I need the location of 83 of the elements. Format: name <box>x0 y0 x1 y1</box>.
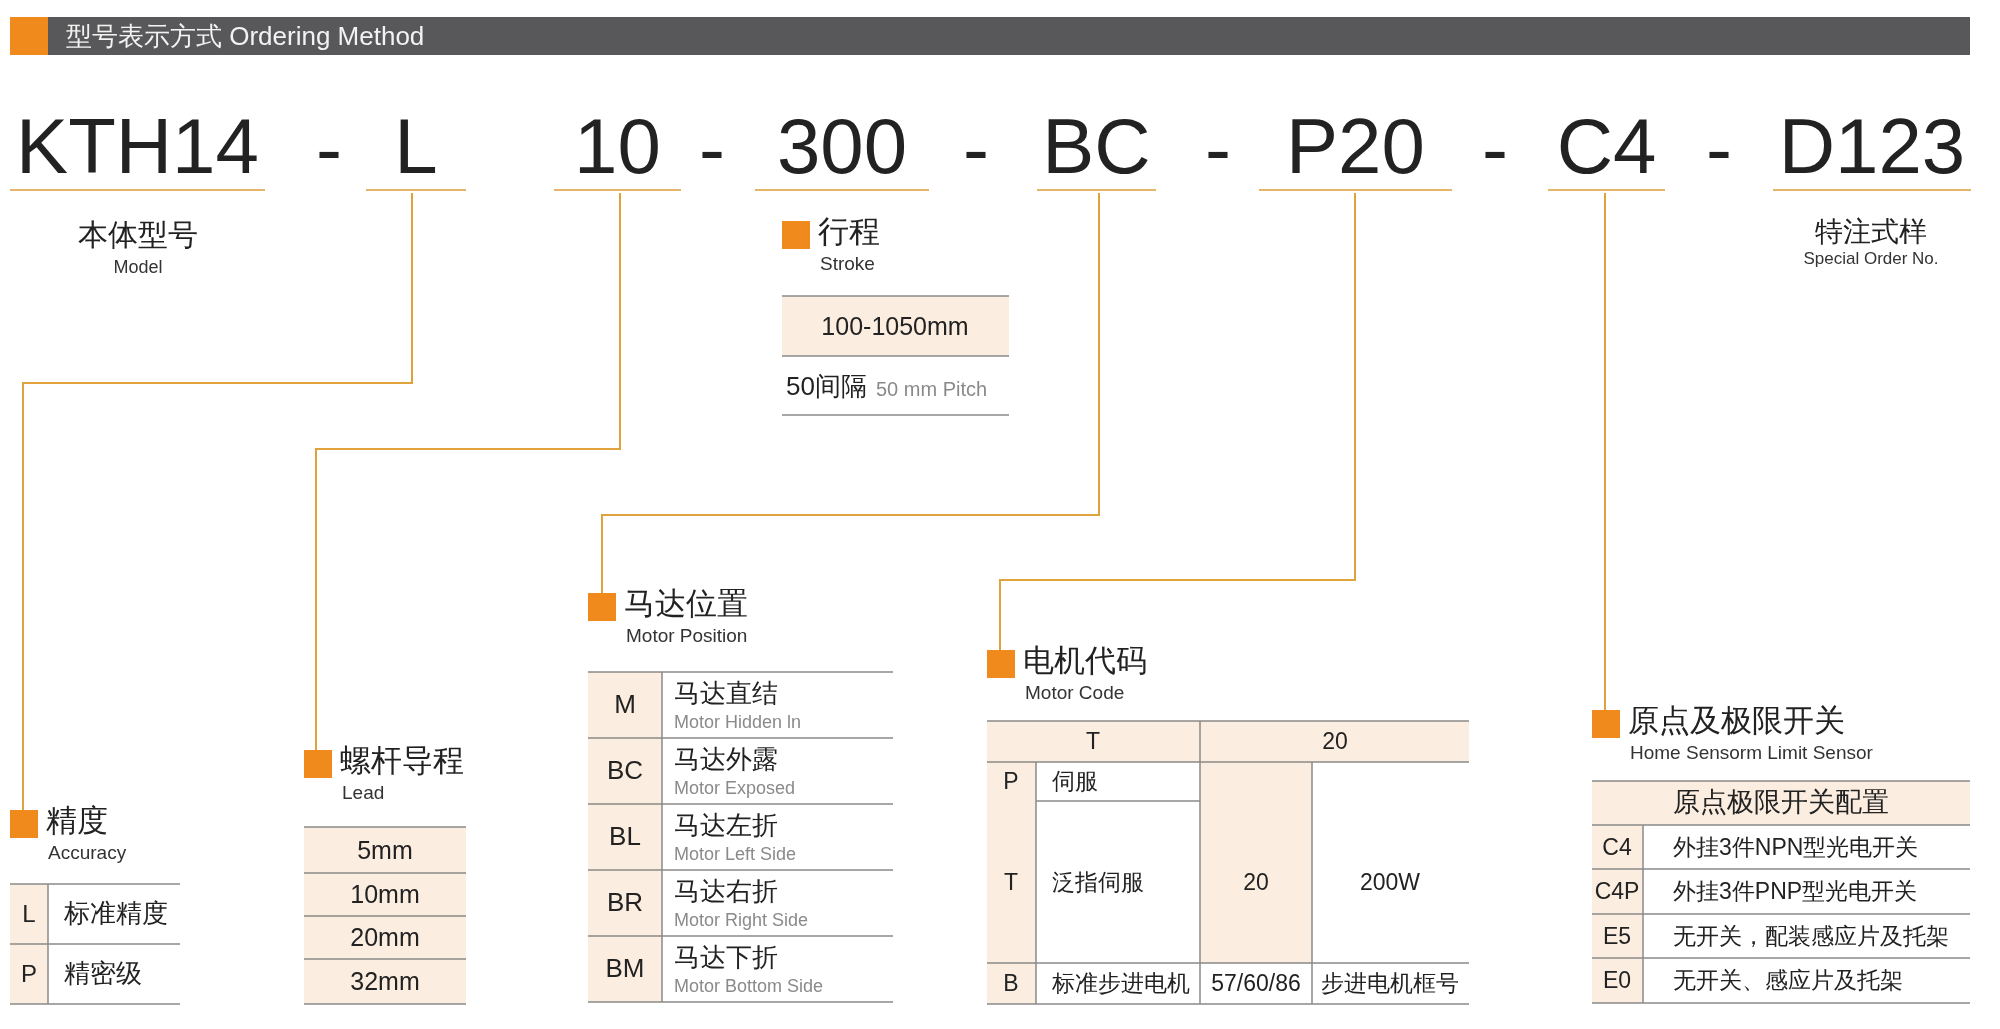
option-code: P <box>21 960 37 988</box>
option-text: 外挂3件NPN型光电开关 <box>1673 833 1919 861</box>
option-code: B <box>1003 969 1019 997</box>
english-heading: Home Sensorm Limit Sensor <box>1630 742 1873 764</box>
option-code: C4P <box>1594 877 1640 905</box>
section-heading: 行程 <box>818 213 880 251</box>
option-text: 伺服 <box>1052 767 1098 795</box>
option-code: BR <box>606 888 644 918</box>
separator-dash: - <box>1205 105 1231 195</box>
value-text: 5mm <box>357 835 413 865</box>
section-heading: 原点及极限开关 <box>1628 702 1845 740</box>
model-code-segment: P20 <box>1259 104 1452 191</box>
leader-line <box>601 192 1100 594</box>
separator-dash: - <box>699 105 725 195</box>
section-heading: 电机代码 <box>1023 642 1147 680</box>
model-code-segment: L <box>366 104 466 191</box>
option-code: L <box>22 900 36 928</box>
option-code: P <box>1003 767 1019 795</box>
part-caption: 特注式样 <box>1815 215 1927 249</box>
option-text: 马达右折 <box>674 877 778 907</box>
english-heading: Lead <box>342 782 385 804</box>
model-code-segment: 10 <box>554 104 681 191</box>
option-text: 标准精度 <box>64 899 168 929</box>
leader-line <box>1604 192 1606 711</box>
option-code: BM <box>605 954 645 984</box>
separator-dash: - <box>1482 105 1508 195</box>
value-text: 步进电机框号 <box>1321 969 1459 997</box>
option-code: C4 <box>1602 833 1632 861</box>
section-heading: 螺杆导程 <box>340 742 464 780</box>
leader-line <box>22 192 413 811</box>
value-text: 32mm <box>350 966 420 996</box>
option-text: 马达外露 <box>674 745 778 775</box>
english-text: Motor Bottom Side <box>674 975 824 997</box>
section-heading: 精度 <box>46 802 108 840</box>
separator-dash: - <box>963 105 989 195</box>
value-text: 100-1050mm <box>821 311 969 341</box>
model-code-segment: C4 <box>1548 104 1665 191</box>
english-heading: Motor Position <box>626 625 748 647</box>
value-text: 57/60/86 <box>1211 969 1301 997</box>
option-code: T <box>1003 868 1019 896</box>
value-text: 20mm <box>350 922 420 952</box>
english-text: 50 mm Pitch <box>876 377 988 401</box>
english-caption: Model <box>113 256 163 278</box>
model-code-segment: KTH14 <box>10 104 265 191</box>
english-heading: Accuracy <box>48 842 127 864</box>
option-code: BC <box>606 756 644 786</box>
option-text: 泛指伺服 <box>1052 868 1144 896</box>
column-header: T <box>1085 727 1101 755</box>
english-text: Motor Right Side <box>674 909 809 931</box>
title-text: 型号表示方式 Ordering Method <box>66 21 425 51</box>
option-text: 精密级 <box>64 959 142 989</box>
english-heading: Motor Code <box>1025 682 1125 704</box>
option-text: 无开关、感应片及托架 <box>1673 966 1903 994</box>
option-code: E0 <box>1602 966 1632 994</box>
english-caption: Special Order No. <box>1803 249 1939 269</box>
value-text: 50间隔 <box>786 372 867 402</box>
english-text: Motor Left Side <box>674 843 797 865</box>
value-text: 200W <box>1359 868 1421 896</box>
option-code: M <box>614 690 636 720</box>
english-text: Motor Exposed <box>674 777 796 799</box>
column-header: 原点极限开关配置 <box>1673 787 1889 819</box>
model-code-segment: D123 <box>1773 104 1971 191</box>
value-text: 20 <box>1243 868 1269 896</box>
part-caption: 本体型号 <box>78 217 198 253</box>
leader-line <box>999 192 1356 651</box>
option-text: 无开关，配装感应片及托架 <box>1673 922 1949 950</box>
separator-dash: - <box>1706 105 1732 195</box>
model-code-segment: 300 <box>755 104 929 191</box>
option-text: 马达左折 <box>674 811 778 841</box>
value-text: 10mm <box>350 879 420 909</box>
column-header: 20 <box>1322 727 1348 755</box>
option-code: BL <box>609 822 641 852</box>
english-text: Motor Hidden ln <box>674 711 802 733</box>
leader-line <box>315 192 621 751</box>
option-text: 标准步进电机 <box>1052 969 1190 997</box>
model-code-segment: BC <box>1037 104 1156 191</box>
option-code: E5 <box>1602 922 1632 950</box>
section-heading: 马达位置 <box>624 585 748 623</box>
option-text: 外挂3件PNP型光电开关 <box>1673 877 1918 905</box>
separator-dash: - <box>316 105 342 195</box>
option-text: 马达下折 <box>674 943 778 973</box>
option-text: 马达直结 <box>674 679 778 709</box>
english-heading: Stroke <box>820 253 875 275</box>
